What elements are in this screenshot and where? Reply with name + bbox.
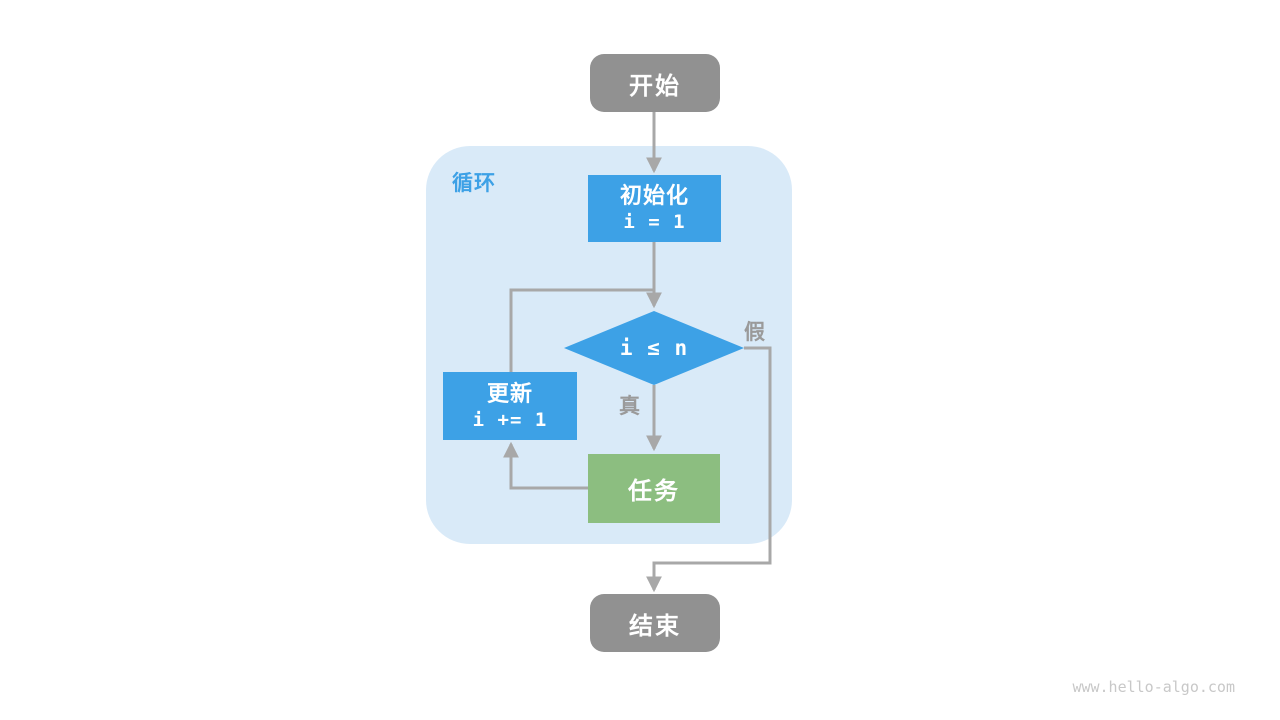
start-node: 开始 bbox=[590, 54, 720, 112]
end-node-label: 结束 bbox=[629, 612, 681, 640]
end-node: 结束 bbox=[590, 594, 720, 652]
update-node-code: i += 1 bbox=[472, 408, 548, 431]
update-node: 更新 i += 1 bbox=[443, 372, 577, 440]
loop-region-label: 循环 bbox=[452, 172, 496, 195]
watermark-text: www.hello-algo.com bbox=[1072, 678, 1235, 696]
task-node: 任务 bbox=[588, 454, 720, 523]
branch-label-false: 假 bbox=[744, 321, 765, 344]
init-node: 初始化 i = 1 bbox=[588, 175, 721, 242]
init-node-code: i = 1 bbox=[623, 211, 686, 233]
condition-node-code: i ≤ n bbox=[619, 336, 689, 360]
start-node-label: 开始 bbox=[629, 72, 681, 100]
init-node-title: 初始化 bbox=[619, 183, 689, 208]
task-node-label: 任务 bbox=[628, 478, 680, 505]
branch-label-true: 真 bbox=[619, 395, 640, 418]
update-node-title: 更新 bbox=[486, 380, 533, 406]
